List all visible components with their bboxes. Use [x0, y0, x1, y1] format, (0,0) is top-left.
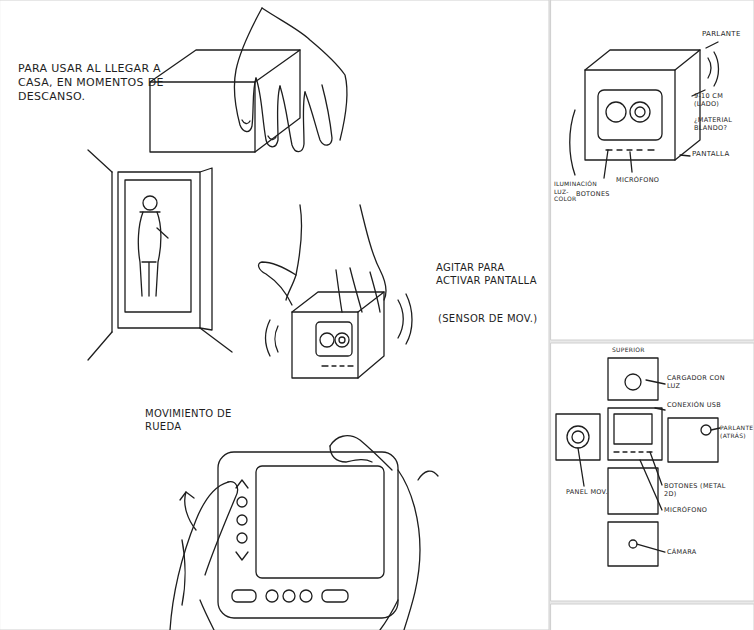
part-name: MICRÓFONO	[616, 176, 672, 184]
dimension-note: 9-10 CM (LADO)	[694, 92, 750, 108]
part-name: BOTONES	[576, 190, 620, 198]
part-name: CARGADOR CON LUZ	[667, 374, 727, 390]
part-name: PARLANTE	[702, 30, 752, 39]
part-name: CONEXIÓN USB	[667, 401, 739, 409]
part-note: ¿MATERIAL BLANDO?	[694, 116, 750, 132]
part-name: BOTONES (METAL 2D)	[664, 482, 726, 498]
face-name: SUPERIOR	[612, 346, 668, 354]
note-text: (SENSOR DE MOV.)	[438, 313, 546, 326]
part-name: CÁMARA	[667, 548, 717, 556]
part-name: PANTALLA	[692, 150, 748, 159]
note-text: MOVIMIENTO DE RUEDA	[145, 408, 235, 433]
part-name: PARLANTE (ATRÁS)	[720, 424, 752, 439]
part-name: PANEL MOV.	[566, 488, 610, 496]
part-name: ILUMINACIÓN LUZ-COLOR	[554, 180, 582, 203]
note-text: AGITAR PARA ACTIVAR PANTALLA	[436, 262, 544, 287]
note-text: PARA USAR AL LLEGAR A CASA, EN MOMENTOS …	[18, 62, 168, 103]
part-name: MICRÓFONO	[664, 506, 726, 514]
